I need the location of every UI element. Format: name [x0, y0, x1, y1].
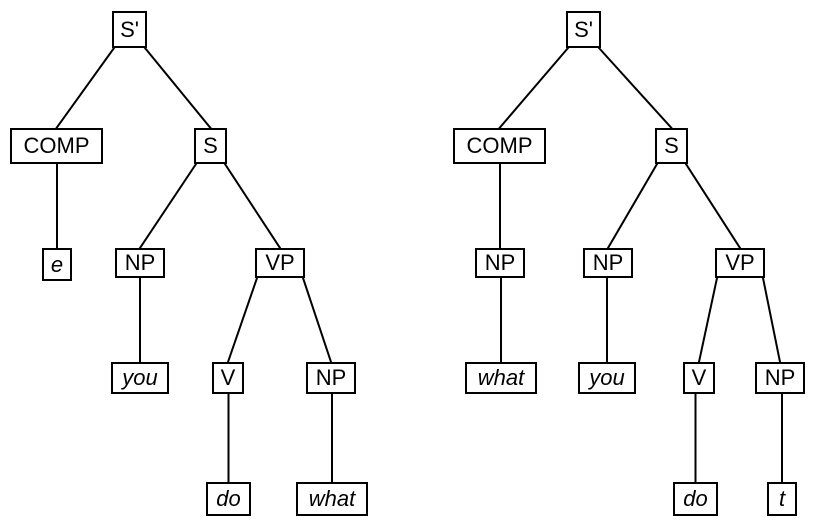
tree-node-label: NP — [484, 250, 516, 275]
tree-node-you: you — [111, 362, 169, 394]
tree-node-label: NP — [315, 365, 347, 390]
tree-node-label: S' — [574, 16, 593, 42]
tree-node-label: what — [308, 486, 356, 511]
tree-node-label: V — [220, 365, 236, 390]
tree-node-label: S — [664, 133, 679, 158]
tree-node-s: S' — [566, 11, 601, 48]
tree-node-label: what — [477, 365, 525, 390]
tree-node-label: S — [203, 133, 218, 158]
tree-node-v: V — [683, 362, 715, 394]
tree-node-what: what — [465, 362, 537, 394]
tree-node-label: NP — [592, 250, 624, 275]
tree-node-you: you — [578, 362, 636, 394]
tree-edge — [606, 162, 659, 250]
tree-edge — [597, 46, 673, 130]
tree-node-label: do — [683, 486, 708, 511]
tree-edge — [301, 276, 333, 364]
tree-edge — [226, 276, 259, 364]
tree-node-do: do — [673, 482, 718, 516]
tree-edge — [55, 46, 116, 130]
tree-node-s: S' — [112, 11, 147, 48]
tree-node-comp: COMP — [10, 128, 103, 164]
tree-edge — [697, 276, 719, 364]
tree-edge — [223, 162, 282, 250]
tree-node-np: NP — [475, 248, 525, 278]
tree-node-label: S' — [120, 16, 139, 42]
tree-node-label: NP — [764, 365, 796, 390]
tree-node-label: COMP — [23, 133, 90, 158]
tree-node-s: S — [655, 128, 688, 164]
tree-node-label: COMP — [466, 133, 533, 158]
tree-node-label: V — [691, 365, 707, 390]
tree-node-t: t — [767, 482, 797, 516]
tree-node-np: NP — [583, 248, 633, 278]
tree-node-comp: COMP — [453, 128, 546, 164]
tree-node-label: you — [589, 365, 625, 390]
tree-node-np: NP — [306, 362, 356, 394]
tree-node-label: t — [778, 486, 786, 511]
tree-node-label: you — [122, 365, 158, 390]
tree-node-e: e — [42, 248, 72, 281]
tree-node-vp: VP — [255, 248, 305, 278]
tree-node-np: NP — [115, 248, 165, 278]
tree-edge — [684, 162, 742, 250]
tree-node-v: V — [212, 362, 244, 394]
tree-edge — [143, 46, 212, 130]
tree-edge — [138, 162, 198, 250]
tree-node-np: NP — [755, 362, 805, 394]
tree-node-s: S — [194, 128, 227, 164]
tree-edge — [498, 46, 570, 130]
tree-edge — [761, 276, 782, 364]
tree-node-what: what — [296, 482, 368, 516]
tree-node-do: do — [206, 482, 251, 516]
tree-node-label: e — [50, 251, 64, 277]
tree-node-label: VP — [725, 250, 755, 275]
tree-node-label: NP — [124, 250, 156, 275]
tree-node-label: do — [216, 486, 241, 511]
tree-node-vp: VP — [715, 248, 765, 278]
tree-node-label: VP — [265, 250, 295, 275]
